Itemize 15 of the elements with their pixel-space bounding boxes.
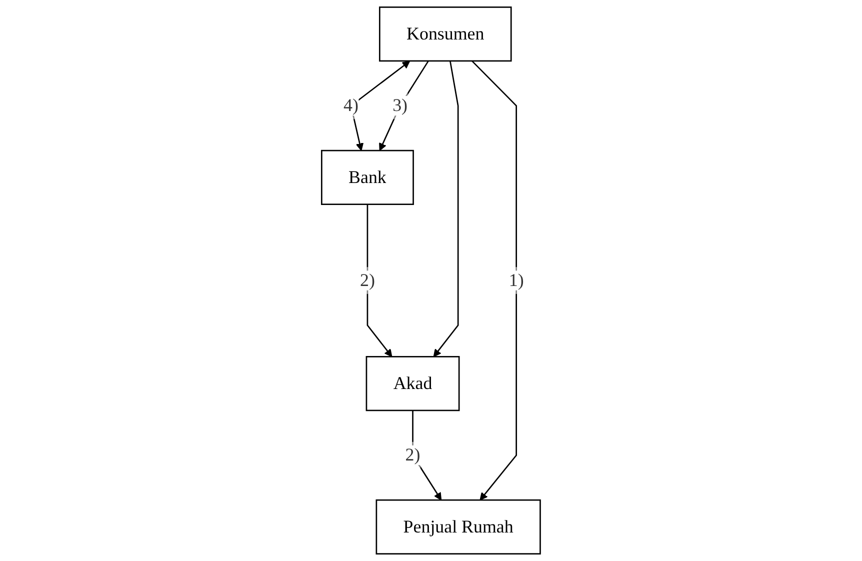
- arrow: [379, 60, 430, 151]
- node-box: Akad: [366, 356, 460, 412]
- edge-label: 4): [344, 96, 359, 116]
- node-box: Konsumen: [379, 6, 512, 62]
- arrow: [412, 410, 442, 500]
- arrow: [433, 60, 459, 358]
- edge-label: 2): [405, 445, 420, 466]
- arrow: [350, 60, 410, 151]
- edge-label: 3): [392, 96, 408, 116]
- edge-label: 1): [508, 270, 524, 290]
- arrow: [366, 204, 392, 358]
- arrow: [472, 60, 518, 500]
- node-box: Penjual Rumah: [376, 499, 541, 554]
- node-box: Bank: [321, 150, 414, 205]
- edge-label: 2): [360, 270, 375, 290]
